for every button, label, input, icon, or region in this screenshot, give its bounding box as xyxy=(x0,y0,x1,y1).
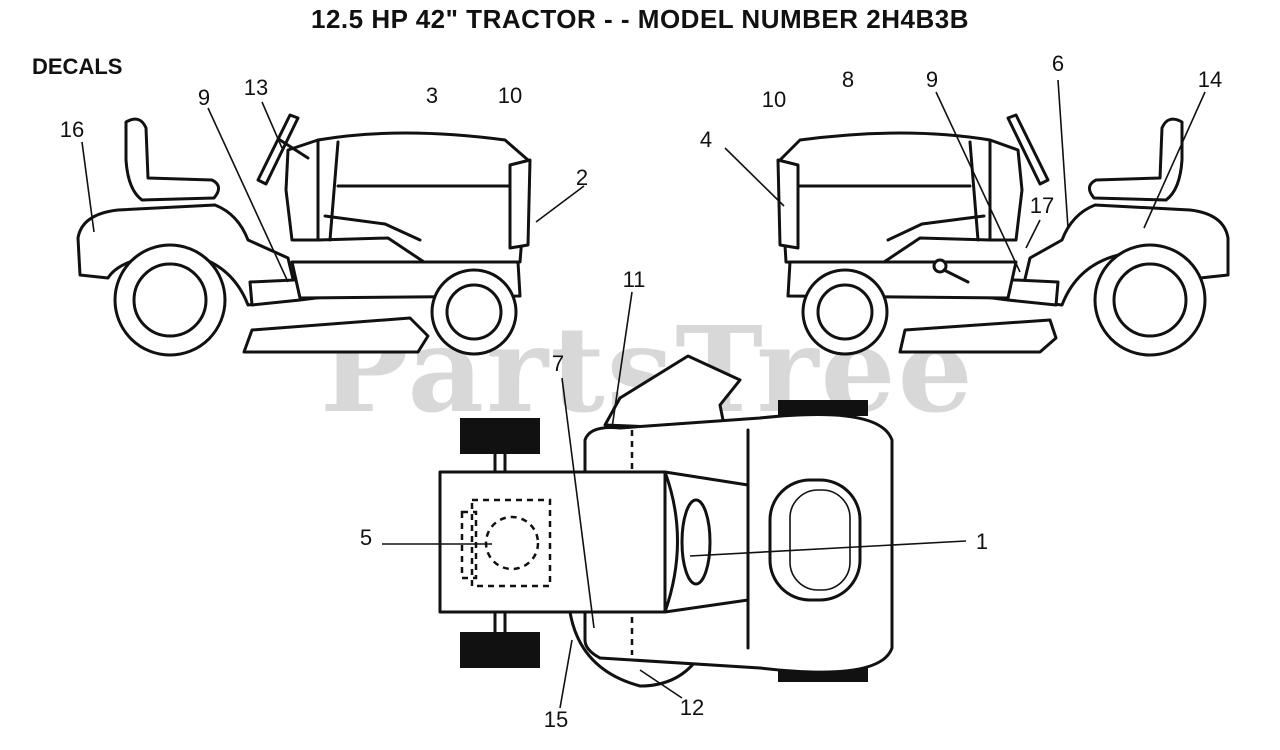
callout-14: 14 xyxy=(1197,67,1223,92)
callout-4: 4 xyxy=(699,127,713,152)
callout-13: 13 xyxy=(243,75,269,100)
section-label: DECALS xyxy=(32,54,123,79)
callout-15: 15 xyxy=(543,707,569,732)
seat-top xyxy=(768,478,862,602)
left-side-view xyxy=(76,113,532,357)
callout-7: 7 xyxy=(551,351,565,376)
right-side-view xyxy=(776,113,1230,357)
rear-tire-top xyxy=(778,400,868,416)
discharge-chute xyxy=(603,354,742,432)
dashboard xyxy=(988,138,1024,242)
mower-deck xyxy=(242,316,430,354)
callout-3: 3 xyxy=(425,83,439,108)
front-wheel-rim xyxy=(445,283,503,341)
callout-2: 2 xyxy=(575,165,589,190)
hood-seam xyxy=(968,140,980,242)
callout-6: 6 xyxy=(1051,51,1065,76)
rear-wheel-rim xyxy=(132,262,208,338)
front-tire-bottom xyxy=(460,632,540,668)
callout-12: 12 xyxy=(679,695,705,720)
decal-circle xyxy=(484,515,540,571)
grille xyxy=(776,158,800,250)
steering-top xyxy=(680,498,712,586)
hood xyxy=(316,131,530,268)
lift-lever xyxy=(942,268,970,284)
callout-17: 17 xyxy=(1029,193,1055,218)
rear-wheel-rim xyxy=(1112,262,1188,338)
callout-16: 16 xyxy=(59,117,85,142)
decal-outline-side xyxy=(460,510,478,580)
hood-lower-line xyxy=(886,214,986,242)
callout-9: 9 xyxy=(197,85,211,110)
grille xyxy=(508,158,532,250)
callout-9-right: 9 xyxy=(925,67,939,92)
callout-11: 11 xyxy=(622,267,646,292)
mower-deck xyxy=(898,318,1058,354)
hood-seam xyxy=(328,140,340,242)
steering-column xyxy=(278,138,310,160)
seat xyxy=(1088,117,1184,202)
callout-10-right: 10 xyxy=(761,87,787,112)
front-wheel-rim xyxy=(816,283,874,341)
top-view xyxy=(438,354,894,688)
dashboard xyxy=(284,138,320,242)
seat xyxy=(124,117,220,202)
front-tire-top xyxy=(460,418,540,454)
steering-wheel xyxy=(1006,113,1050,186)
hood-top xyxy=(438,470,667,614)
steering-wheel xyxy=(256,113,300,186)
decal-outline xyxy=(470,498,552,588)
leader-lines xyxy=(81,79,1206,709)
hood xyxy=(778,131,992,268)
callout-1: 1 xyxy=(975,529,989,554)
callout-10: 10 xyxy=(497,83,523,108)
callout-8: 8 xyxy=(841,67,855,92)
page-title: 12.5 HP 42" TRACTOR - - MODEL NUMBER 2H4… xyxy=(311,4,969,34)
hood-lower-line xyxy=(323,214,422,242)
seat-cushion xyxy=(789,489,851,591)
callout-5: 5 xyxy=(359,525,373,550)
